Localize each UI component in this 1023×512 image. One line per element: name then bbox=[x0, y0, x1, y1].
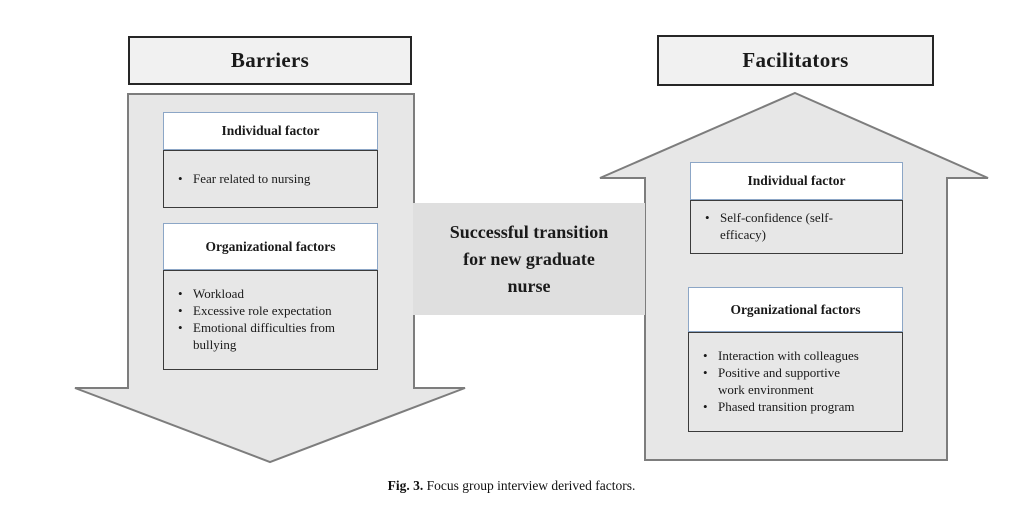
center-line: nurse bbox=[507, 275, 551, 296]
facilitators-title: Facilitators bbox=[742, 48, 849, 72]
facilitators-individual-header-box: Individual factor bbox=[690, 162, 903, 200]
facilitators-organizational-list: Interaction with colleagues Positive and… bbox=[689, 348, 866, 416]
facilitators-organizational-content-box: Interaction with colleagues Positive and… bbox=[688, 332, 903, 432]
figure-caption-text: Focus group interview derived factors. bbox=[426, 478, 636, 493]
list-item: Emotional difficulties from bullying bbox=[176, 320, 356, 354]
barriers-individual-header: Individual factor bbox=[221, 123, 320, 138]
facilitators-title-box: Facilitators bbox=[657, 35, 934, 86]
center-line: Successful transition bbox=[449, 221, 609, 242]
list-item: Interaction with colleagues bbox=[701, 348, 866, 365]
facilitators-organizational-header-box: Organizational factors bbox=[688, 287, 903, 332]
list-item: Phased transition program bbox=[701, 399, 866, 416]
figure-caption: Fig. 3. Focus group interview derived fa… bbox=[0, 478, 1023, 494]
list-item: Positive and supportive work environment bbox=[701, 365, 866, 399]
center-line: for new graduate bbox=[463, 248, 595, 269]
barriers-organizational-header-box: Organizational factors bbox=[163, 223, 378, 270]
barriers-organizational-list: Workload Excessive role expectation Emot… bbox=[164, 286, 356, 354]
facilitators-individual-header: Individual factor bbox=[747, 173, 846, 188]
facilitators-individual-content-box: Self-confidence (self-efficacy) bbox=[690, 200, 903, 254]
barriers-individual-header-box: Individual factor bbox=[163, 112, 378, 150]
list-item: Excessive role expectation bbox=[176, 303, 356, 320]
list-item: Self-confidence (self-efficacy) bbox=[703, 210, 853, 244]
list-item: Fear related to nursing bbox=[176, 171, 356, 188]
list-item: Workload bbox=[176, 286, 356, 303]
facilitators-organizational-header: Organizational factors bbox=[730, 301, 861, 317]
center-outcome-box: Successful transition for new graduate n… bbox=[413, 203, 645, 315]
figure-caption-label: Fig. 3. bbox=[387, 478, 424, 493]
barriers-organizational-header: Organizational factors bbox=[205, 238, 336, 254]
barriers-individual-content-box: Fear related to nursing bbox=[163, 150, 378, 208]
barriers-individual-list: Fear related to nursing bbox=[164, 171, 356, 188]
barriers-organizational-content-box: Workload Excessive role expectation Emot… bbox=[163, 270, 378, 370]
facilitators-individual-list: Self-confidence (self-efficacy) bbox=[691, 210, 853, 244]
barriers-title: Barriers bbox=[230, 48, 310, 72]
barriers-title-box: Barriers bbox=[128, 36, 412, 85]
